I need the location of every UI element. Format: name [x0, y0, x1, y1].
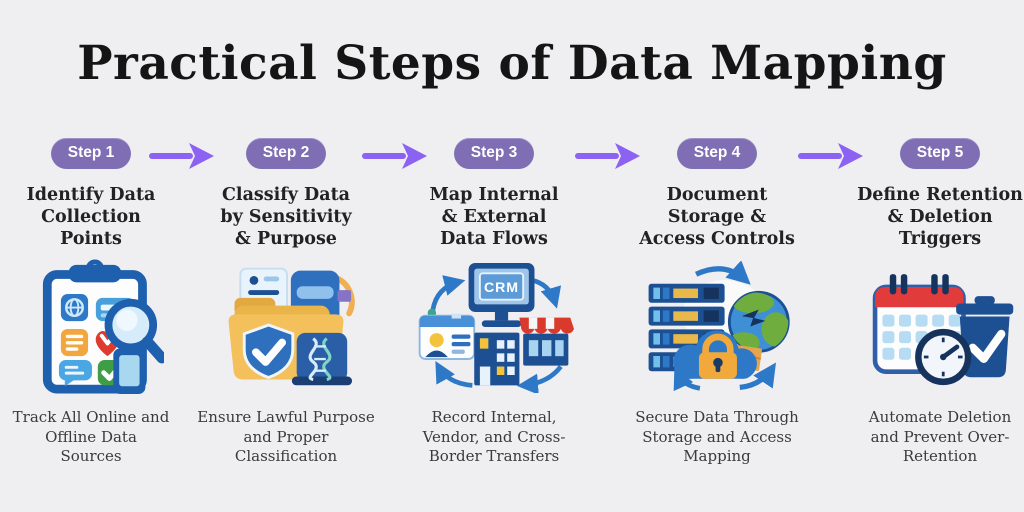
crm-data-flow-icon: CRM [404, 256, 584, 398]
crm-screen-label: CRM [484, 279, 519, 295]
step-2-badge: Step 2 [245, 138, 327, 169]
step-2-title: Classify Data by Sensitivity & Purpose [220, 185, 352, 249]
step-4-badge: Step 4 [676, 138, 758, 169]
step-2-badge-label: Step 2 [262, 144, 310, 161]
step-column-5: Step 5 Define Retention & Deletion Trigg… [843, 138, 1024, 467]
step-column-1: Step 1 Identify Data Collection Points [1, 138, 181, 467]
step-4-description: Secure Data Through Storage and Access M… [635, 408, 799, 465]
step-4-badge-label: Step 4 [693, 144, 741, 161]
step-4-title: Document Storage & Access Controls [639, 185, 795, 249]
step-5-badge-label: Step 5 [916, 144, 964, 161]
step-1-title: Identify Data Collection Points [26, 185, 156, 249]
step-2-description: Ensure Lawful Purpose and Proper Classif… [197, 408, 375, 465]
step-3-badge-label: Step 3 [470, 144, 518, 161]
arrow-right-icon [575, 143, 640, 169]
step-5-description: Automate Deletion and Prevent Over- Rete… [868, 408, 1012, 465]
folder-shield-icon [196, 256, 376, 398]
step-3-badge: Step 3 [453, 138, 535, 169]
step-1-description: Track All Online and Offline Data Source… [12, 408, 170, 465]
step-3-description: Record Internal, Vendor, and Cross- Bord… [422, 408, 566, 465]
server-cloud-lock-globe-icon [622, 256, 812, 398]
step-1-badge: Step 1 [50, 138, 132, 169]
step-column-3: Step 3 Map Internal & External Data Flow… [404, 138, 584, 467]
step-5-title: Define Retention & Deletion Triggers [857, 185, 1023, 249]
step-1-badge-label: Step 1 [67, 144, 115, 161]
step-column-4: Step 4 Document Storage & Access Control… [622, 138, 812, 467]
arrow-right-icon [798, 143, 863, 169]
page-title: Practical Steps of Data Mapping [77, 36, 947, 91]
calendar-trash-timer-icon [843, 256, 1024, 398]
step-5-badge: Step 5 [899, 138, 981, 169]
step-3-title: Map Internal & External Data Flows [429, 185, 559, 249]
clipboard-magnifier-icon [1, 256, 181, 398]
step-column-2: Step 2 Classify Data by Sensitivity & Pu… [196, 138, 376, 467]
arrow-right-icon [149, 143, 214, 169]
arrow-right-icon [362, 143, 427, 169]
